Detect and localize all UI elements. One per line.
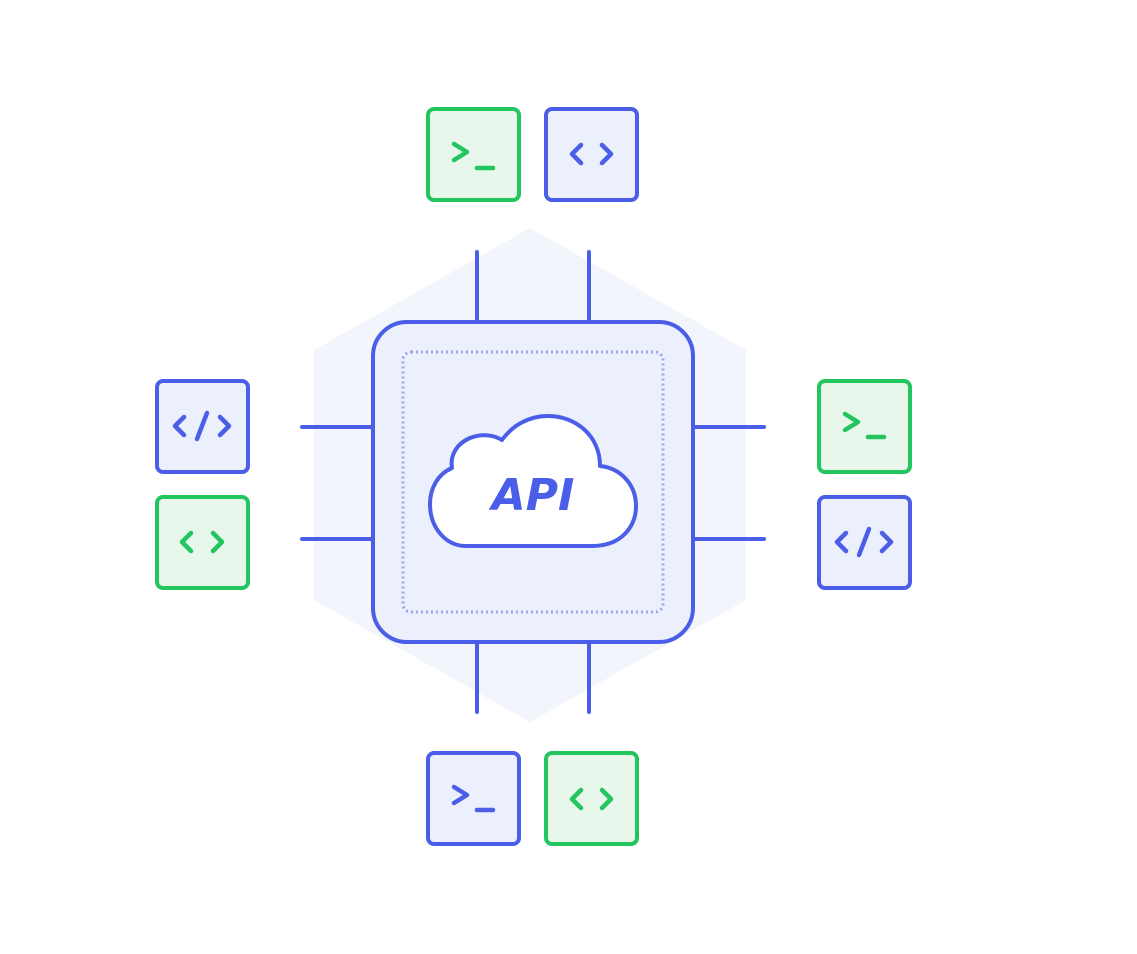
node-bottom-left	[426, 751, 521, 846]
node-top-left	[426, 107, 521, 202]
code-brackets-icon	[179, 530, 225, 554]
node-right-bottom	[817, 495, 912, 590]
chip-inner-border	[401, 350, 665, 614]
connector-lines	[300, 250, 766, 714]
cloud-icon	[428, 414, 638, 548]
node-top-right	[544, 107, 639, 202]
api-label: API	[489, 470, 575, 521]
api-chip: API	[371, 320, 695, 644]
node-left-top	[155, 379, 250, 474]
terminal-icon	[451, 784, 496, 813]
code-slash-icon	[834, 526, 894, 558]
node-left-bottom	[155, 495, 250, 590]
node-right-top	[817, 379, 912, 474]
terminal-icon	[451, 141, 496, 171]
code-brackets-icon	[569, 787, 614, 811]
code-brackets-icon	[569, 142, 614, 166]
code-slash-icon	[172, 410, 232, 442]
terminal-icon	[842, 411, 887, 440]
node-bottom-right	[544, 751, 639, 846]
